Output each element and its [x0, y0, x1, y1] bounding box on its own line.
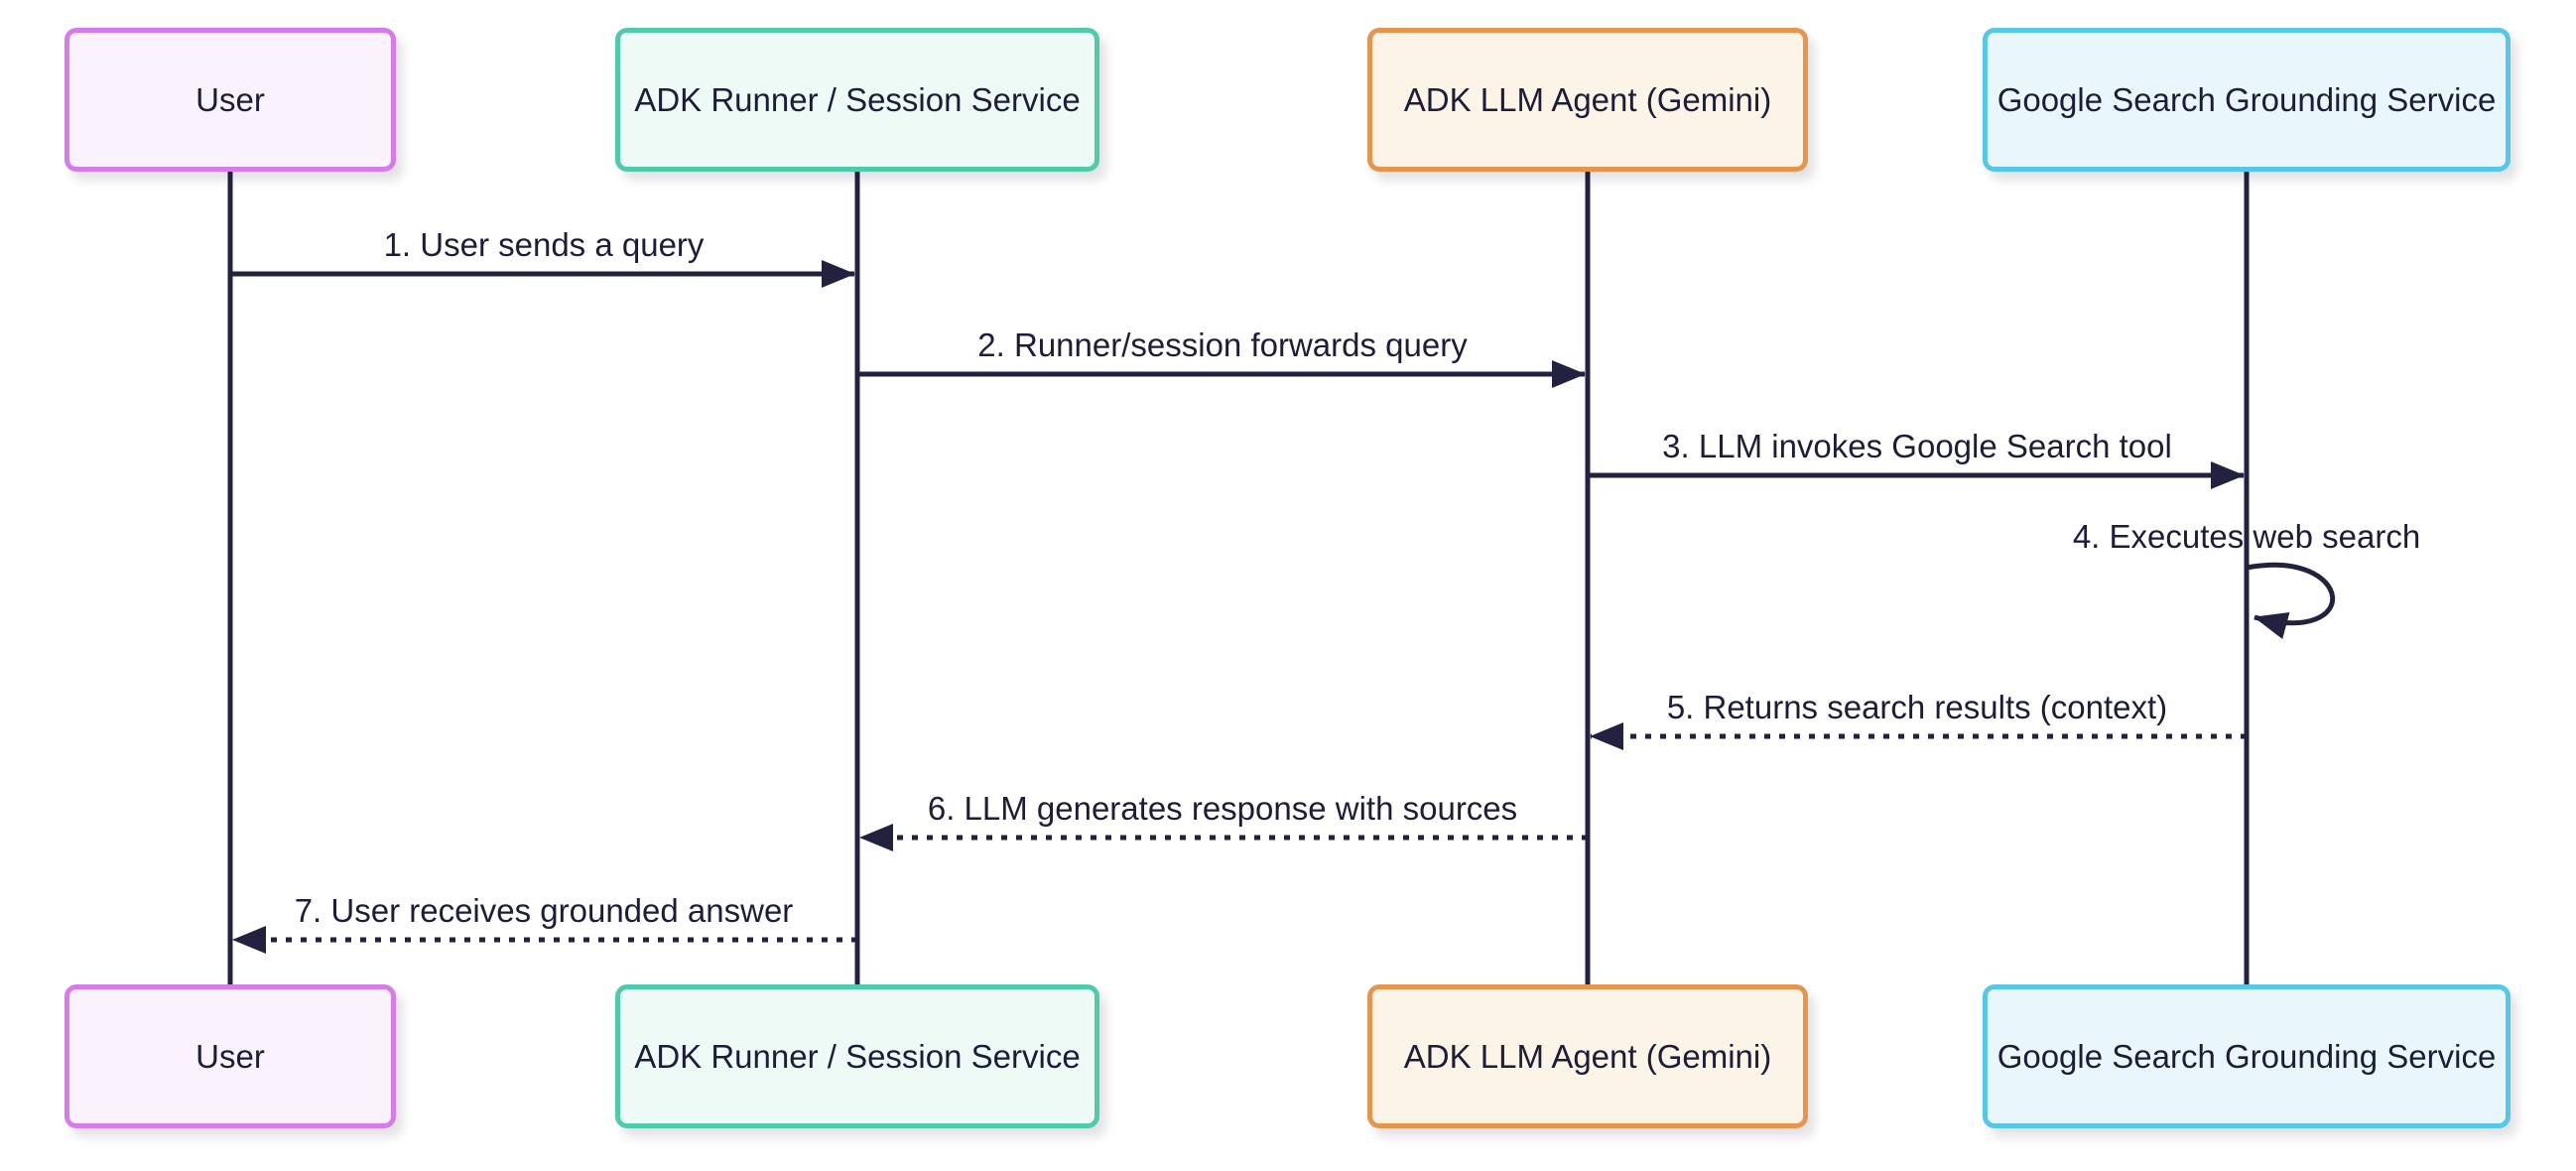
message-5-label: 5. Returns search results (context) — [1666, 689, 2168, 725]
actor-box-adk-runner-top: ADK Runner / Session Service — [615, 28, 1099, 172]
message-3-label: 3. LLM invokes Google Search tool — [1662, 428, 2172, 464]
message-4-label: 4. Executes web search — [2072, 518, 2421, 555]
message-7-label: 7. User receives grounded answer — [294, 892, 794, 929]
message-6-label: 6. LLM generates response with sources — [927, 790, 1518, 827]
actor-box-adk-llm-agent-top: ADK LLM Agent (Gemini) — [1367, 28, 1808, 172]
message-2-label: 2. Runner/session forwards query — [977, 326, 1468, 363]
actor-box-adk-llm-agent-bottom: ADK LLM Agent (Gemini) — [1367, 984, 1808, 1128]
actor-box-user-top: User — [64, 28, 396, 172]
actor-box-user-bottom: User — [64, 984, 396, 1128]
message-1-label: 1. User sends a query — [383, 226, 705, 263]
actor-box-adk-runner-bottom: ADK Runner / Session Service — [615, 984, 1099, 1128]
actor-box-google-search-top: Google Search Grounding Service — [1983, 28, 2511, 172]
message-4-self-loop-arrow — [2246, 562, 2336, 640]
actor-box-google-search-bottom: Google Search Grounding Service — [1983, 984, 2511, 1128]
